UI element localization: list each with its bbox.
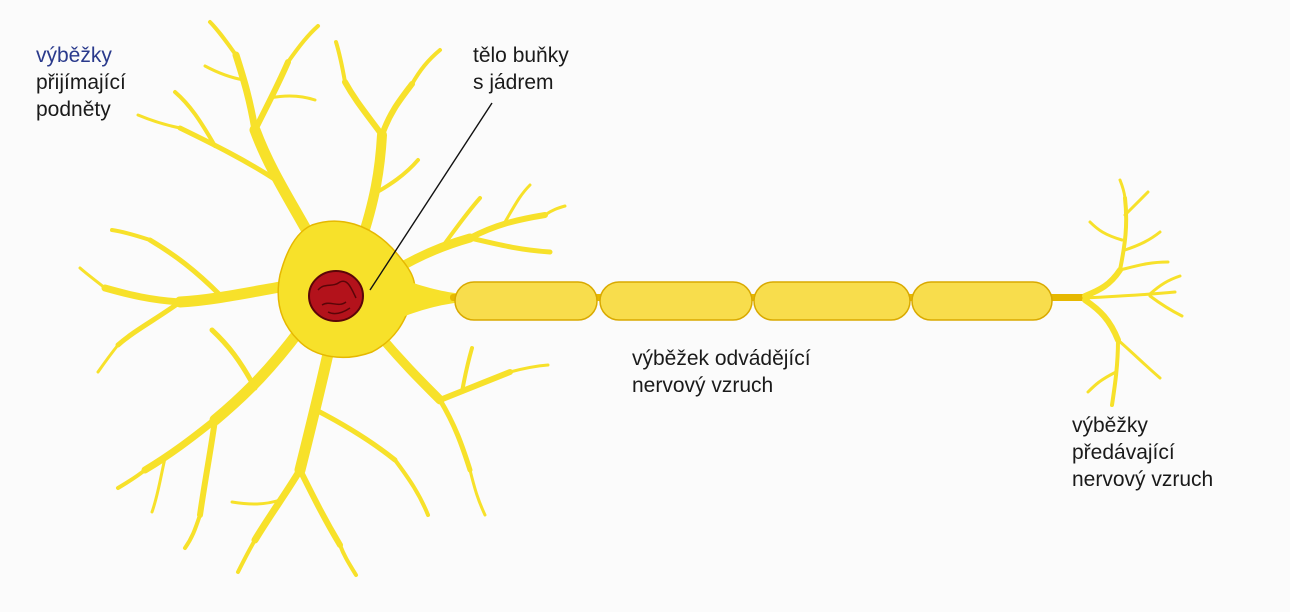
label-axon-terminals: výběžky předávající nervový vzruch xyxy=(1072,412,1213,493)
axon-terminals xyxy=(1085,180,1182,405)
dendrite-lower xyxy=(300,345,330,470)
label-dendrites-line-2: přijímající xyxy=(36,69,126,96)
myelin-segment xyxy=(912,282,1052,320)
label-axon-line-1: výběžek odvádějící xyxy=(632,345,811,372)
dendrite-left xyxy=(180,285,292,302)
label-axon-terminals-line-2: předávající xyxy=(1072,439,1213,466)
myelin-segment xyxy=(754,282,910,320)
myelin-sheath xyxy=(455,282,1052,320)
label-dendrites-line-1: výběžky xyxy=(36,42,126,69)
label-axon-terminals-line-1: výběžky xyxy=(1072,412,1213,439)
label-axon-line-2: nervový vzruch xyxy=(632,372,811,399)
label-axon: výběžek odvádějící nervový vzruch xyxy=(632,345,811,399)
label-cell-body: tělo buňky s jádrem xyxy=(473,42,569,96)
label-axon-terminals-line-3: nervový vzruch xyxy=(1072,466,1213,493)
dendrite-upper-left xyxy=(255,130,312,240)
myelin-segment xyxy=(600,282,752,320)
label-cell-body-line-1: tělo buňky xyxy=(473,42,569,69)
label-dendrites: výběžky přijímající podněty xyxy=(36,42,126,123)
label-dendrites-line-3: podněty xyxy=(36,96,126,123)
label-cell-body-line-2: s jádrem xyxy=(473,69,569,96)
leader-line xyxy=(370,103,492,290)
myelin-segment xyxy=(455,282,597,320)
